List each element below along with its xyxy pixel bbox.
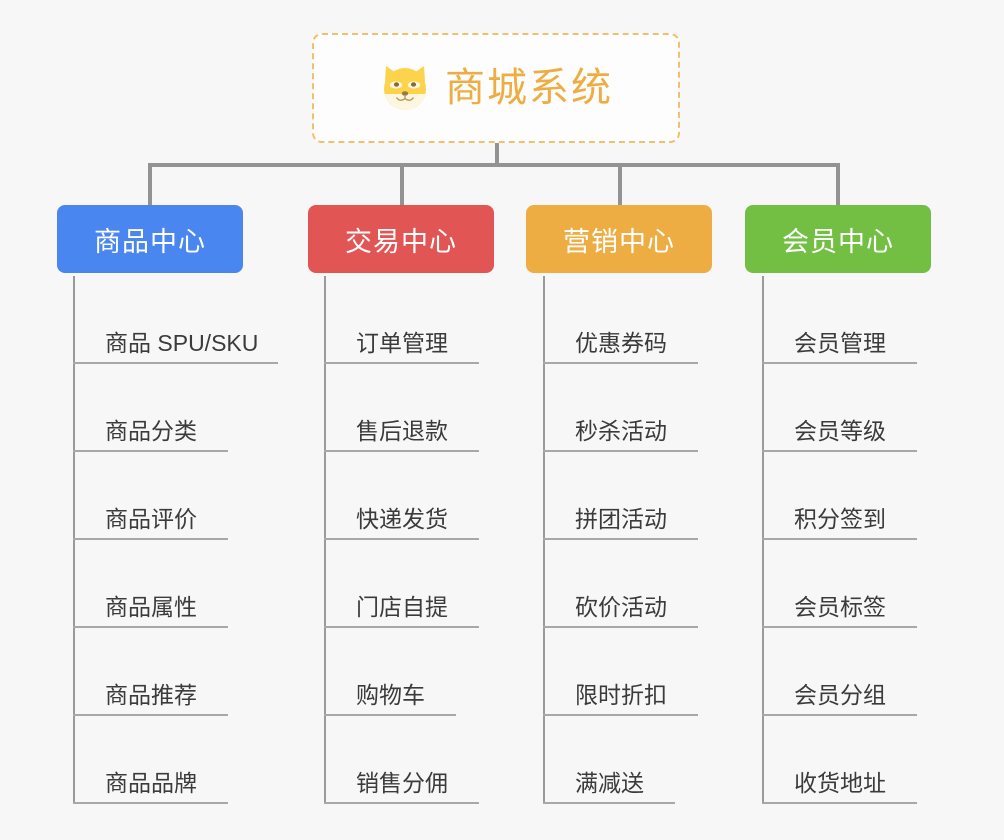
leaf-item[interactable]: 秒杀活动: [543, 364, 698, 452]
leaf-label: 限时折扣: [575, 681, 667, 708]
leaf-item[interactable]: 积分签到: [762, 452, 917, 540]
category-box-3[interactable]: 营销中心: [526, 205, 712, 273]
leaf-label: 商品评价: [105, 505, 197, 532]
leaf-label: 商品分类: [105, 417, 197, 444]
category-box-2[interactable]: 交易中心: [308, 205, 494, 273]
leaf-item[interactable]: 砍价活动: [543, 540, 698, 628]
category-label-4: 会员中心: [782, 226, 894, 257]
shiba-dog-icon: [379, 62, 431, 114]
leaf-label: 满减送: [575, 769, 644, 796]
connector-root-stem: [495, 143, 499, 165]
branch-spine-3: [543, 276, 545, 804]
leaf-label: 商品属性: [105, 593, 197, 620]
leaf-item[interactable]: 限时折扣: [543, 628, 698, 716]
leaf-label: 购物车: [356, 681, 425, 708]
branch-spine-1: [73, 276, 75, 804]
leaf-item[interactable]: 商品 SPU/SKU: [73, 276, 278, 364]
leaf-label: 会员管理: [794, 329, 886, 356]
leaf-label: 砍价活动: [575, 593, 667, 620]
leaf-item[interactable]: 商品属性: [73, 540, 228, 628]
leaf-label: 优惠券码: [575, 329, 667, 356]
connector-trunk: [148, 163, 838, 167]
leaf-label: 收货地址: [794, 769, 886, 796]
branch-spine-4: [762, 276, 764, 804]
category-box-1[interactable]: 商品中心: [57, 205, 243, 273]
leaf-item[interactable]: 会员标签: [762, 540, 917, 628]
leaf-label: 会员标签: [794, 593, 886, 620]
category-label-2: 交易中心: [345, 226, 457, 257]
leaf-item[interactable]: 门店自提: [324, 540, 479, 628]
branch-spine-2: [324, 276, 326, 804]
leaf-label: 销售分佣: [356, 769, 448, 796]
leaf-item[interactable]: 售后退款: [324, 364, 479, 452]
leaf-item[interactable]: 优惠券码: [543, 276, 698, 364]
root-node[interactable]: 商城系统: [312, 33, 680, 143]
leaf-item[interactable]: 拼团活动: [543, 452, 698, 540]
category-label-1: 商品中心: [94, 226, 206, 257]
leaf-item[interactable]: 会员分组: [762, 628, 917, 716]
leaf-label: 会员分组: [794, 681, 886, 708]
leaf-label: 商品 SPU/SKU: [105, 329, 259, 356]
leaf-label: 积分签到: [794, 505, 886, 532]
leaf-label: 商品推荐: [105, 681, 197, 708]
leaf-label: 订单管理: [356, 329, 448, 356]
leaf-label: 会员等级: [794, 417, 886, 444]
connector-drop-1: [148, 163, 152, 205]
leaf-label: 售后退款: [356, 417, 448, 444]
connector-drop-3: [618, 163, 622, 205]
connector-drop-2: [400, 163, 404, 205]
root-title: 商城系统: [445, 66, 613, 110]
leaf-label: 门店自提: [356, 593, 448, 620]
leaf-item[interactable]: 会员等级: [762, 364, 917, 452]
leaf-label: 快递发货: [356, 505, 448, 532]
leaf-label: 商品品牌: [105, 769, 197, 796]
leaf-item[interactable]: 商品品牌: [73, 716, 228, 804]
leaf-item[interactable]: 购物车: [324, 628, 456, 716]
leaf-item[interactable]: 会员管理: [762, 276, 917, 364]
leaf-item[interactable]: 商品推荐: [73, 628, 228, 716]
leaf-item[interactable]: 订单管理: [324, 276, 479, 364]
leaf-item[interactable]: 销售分佣: [324, 716, 479, 804]
category-label-3: 营销中心: [563, 226, 675, 257]
leaf-item[interactable]: 快递发货: [324, 452, 479, 540]
leaf-label: 秒杀活动: [575, 417, 667, 444]
leaf-item[interactable]: 商品分类: [73, 364, 228, 452]
leaf-item[interactable]: 满减送: [543, 716, 675, 804]
leaf-label: 拼团活动: [575, 505, 667, 532]
leaf-item[interactable]: 商品评价: [73, 452, 228, 540]
category-box-4[interactable]: 会员中心: [745, 205, 931, 273]
connector-drop-4: [836, 163, 840, 205]
leaf-item[interactable]: 收货地址: [762, 716, 917, 804]
